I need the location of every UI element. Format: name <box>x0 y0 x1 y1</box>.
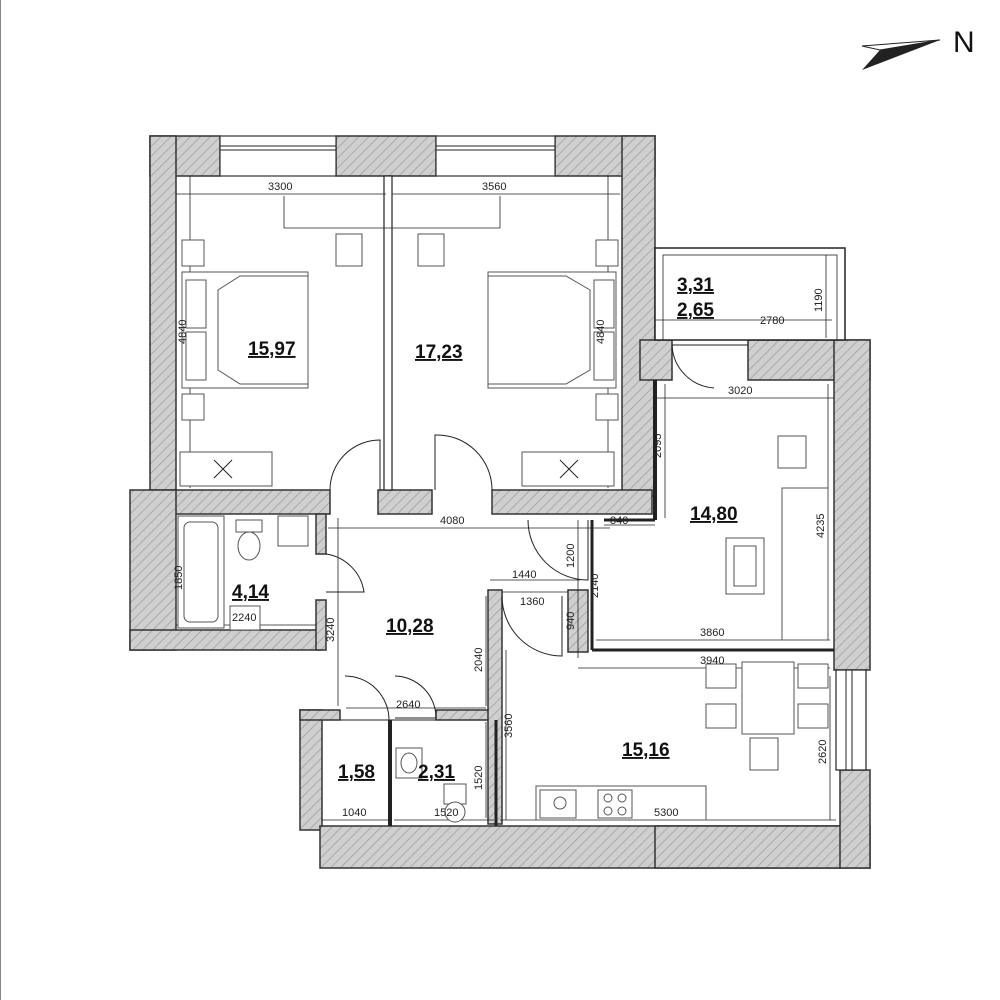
dim-bedroom2-depth: 4840 <box>595 320 607 344</box>
dim-toilet-width: 1520 <box>434 807 458 819</box>
dim-living-depth: 4235 <box>815 514 827 538</box>
north-arrow-icon <box>861 39 941 70</box>
dim-balcony-depth: 1190 <box>813 288 825 312</box>
kitchen-furniture <box>535 661 829 821</box>
dim-bath-depth: 1850 <box>173 566 185 590</box>
balcony-door-swing <box>671 344 715 389</box>
dim-bath-width: 2240 <box>232 612 256 624</box>
dim-bedroom1-width: 3300 <box>268 181 292 193</box>
kitchen-window <box>835 669 867 771</box>
dim-toilet-depth: 1520 <box>473 766 485 790</box>
room-area-balcony-reduced: 2,65 <box>677 300 714 321</box>
dim-kitchen-right-depth: 2620 <box>817 740 829 764</box>
dim-kitchen-top-width: 3940 <box>700 655 724 667</box>
room-area-bedroom-1: 15,97 <box>248 339 296 360</box>
balcony <box>654 247 846 341</box>
dim-hall-lower-width: 2640 <box>396 699 420 711</box>
room-area-balcony-total: 3,31 <box>677 275 714 296</box>
north-label: N <box>953 26 975 59</box>
dim-corridor-depth2: 2140 <box>589 574 601 598</box>
dim-kitchen-left-depth: 3560 <box>503 714 515 738</box>
dim-kitchen-width: 5300 <box>654 807 678 819</box>
dim-storage-width: 1040 <box>342 807 366 819</box>
room-area-hallway: 10,28 <box>386 616 434 637</box>
dim-corridor-depth1: 1200 <box>565 544 577 568</box>
dim-living-top-width: 3020 <box>728 385 752 397</box>
walls <box>129 135 871 869</box>
dim-balcony-width: 2780 <box>760 315 784 327</box>
room-area-living-room: 14,80 <box>690 504 738 525</box>
dim-corridor-inner: 1360 <box>520 596 544 608</box>
room-area-kitchen: 15,16 <box>622 740 670 761</box>
living-room-furniture <box>725 435 829 641</box>
room-area-toilet: 2,31 <box>418 762 455 783</box>
dim-living-step: 840 <box>610 515 628 527</box>
dim-living-upper-depth: 2095 <box>652 434 664 458</box>
partitions <box>340 380 834 826</box>
doors <box>325 434 589 721</box>
toilet-furniture <box>395 747 467 823</box>
dim-hall-depth: 3240 <box>325 618 337 642</box>
bedroom-2-furniture <box>417 233 619 487</box>
bedroom-1-furniture <box>179 233 363 487</box>
bathroom-furniture <box>177 515 309 631</box>
dim-corridor-depth3: 940 <box>565 612 577 630</box>
dim-bedroom2-width: 3560 <box>482 181 506 193</box>
dim-hall-width: 4080 <box>440 515 464 527</box>
room-area-bedroom-2: 17,23 <box>415 342 463 363</box>
dim-hall-lower-depth: 2040 <box>473 648 485 672</box>
dim-living-bottom-width: 3860 <box>700 627 724 639</box>
dim-corridor-width: 1440 <box>512 569 536 581</box>
room-area-storage: 1,58 <box>338 762 375 783</box>
dim-bedroom1-depth: 4840 <box>177 320 189 344</box>
room-area-bathroom: 4,14 <box>232 582 269 603</box>
